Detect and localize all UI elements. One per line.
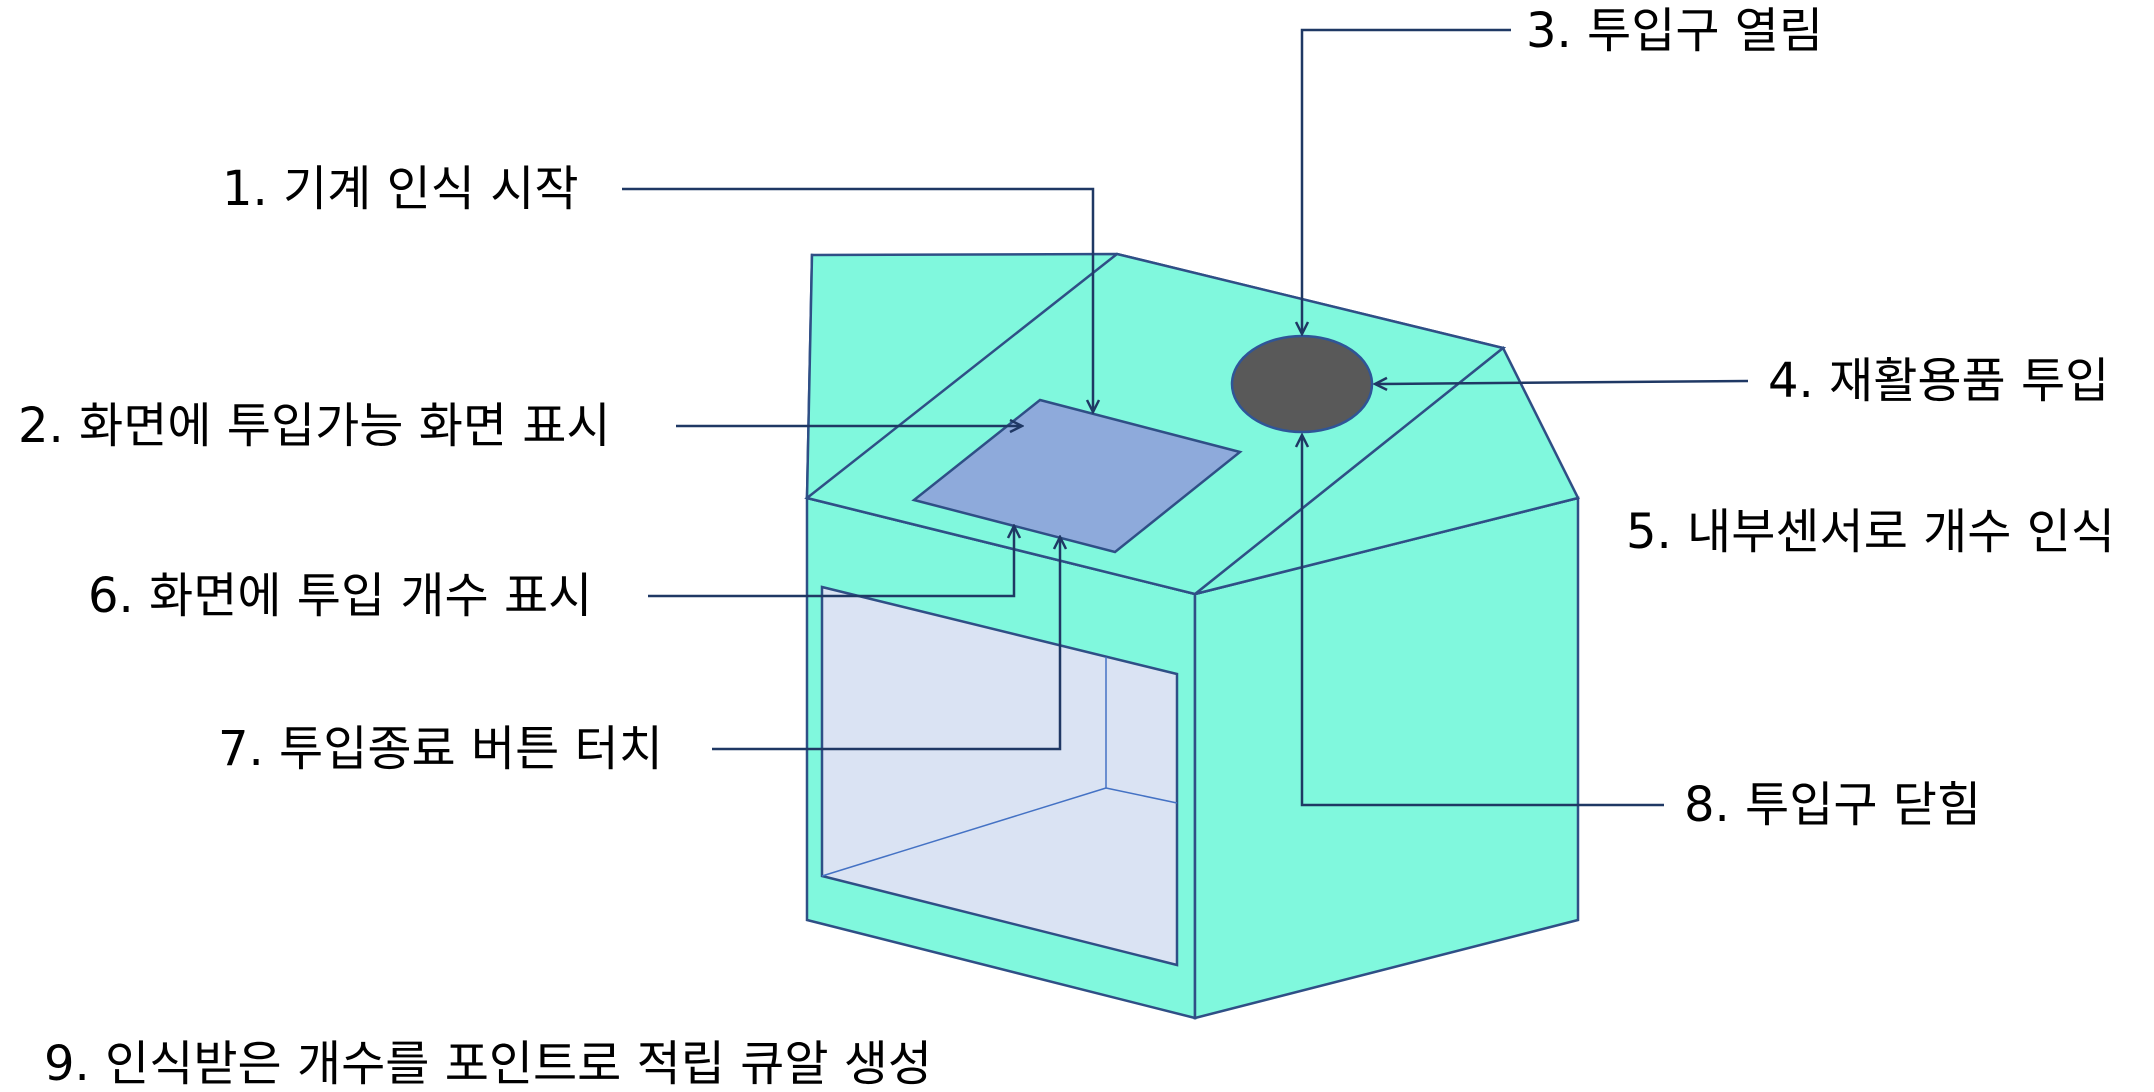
touch-screen — [911, 398, 1243, 554]
arrow-step7 — [712, 537, 1060, 751]
window-inner-edge-floor — [821, 787, 1107, 877]
insertion-hole — [1230, 334, 1374, 434]
window-inner-edge-back — [1105, 787, 1178, 804]
window-opening — [820, 585, 1179, 967]
arrow-step4 — [1375, 381, 1749, 384]
arrow-step3 — [1302, 28, 1511, 334]
label-step8: 8. 투입구 닫힘 — [1684, 777, 1982, 833]
arrow-step1 — [622, 187, 1093, 412]
label-step3: 3. 투입구 열림 — [1526, 3, 1824, 59]
label-step2: 2. 화면에 투입가능 화면 표시 — [18, 398, 611, 454]
label-step7: 7. 투입종료 버튼 터치 — [218, 721, 663, 777]
label-step5: 5. 내부센서로 개수 인식 — [1626, 504, 2116, 560]
label-step6: 6. 화면에 투입 개수 표시 — [88, 568, 593, 624]
label-step9: 9. 인식받은 개수를 포인트로 적립 큐알 생성 — [44, 1036, 933, 1092]
arrow-step8 — [1302, 435, 1664, 807]
label-step4: 4. 재활용품 투입 — [1768, 353, 2110, 409]
label-step1: 1. 기계 인식 시작 — [222, 161, 579, 217]
arrow-step6 — [648, 526, 1014, 598]
